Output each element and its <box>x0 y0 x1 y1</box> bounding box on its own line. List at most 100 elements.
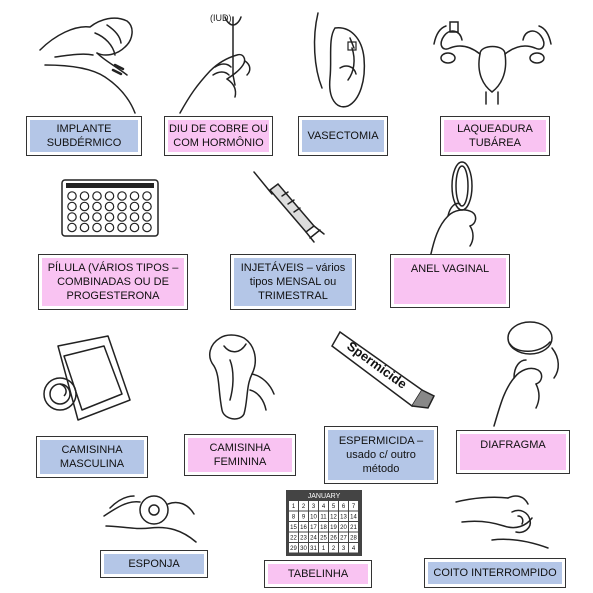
calendar-day: 3 <box>312 504 316 510</box>
calendar-day: 2 <box>302 504 306 510</box>
label-coito-interrompido: COITO INTERROMPIDO <box>424 558 566 588</box>
pill-dot <box>142 212 152 222</box>
calendar-day: 12 <box>330 515 337 521</box>
pill-dot <box>117 212 127 222</box>
calendar-cell <box>289 532 298 542</box>
calendar-day: 6 <box>342 504 346 510</box>
vaginal-ring-icon <box>429 161 477 259</box>
pill-dot <box>79 191 90 201</box>
calendar-cell <box>339 501 348 511</box>
calendar-day: 2 <box>332 546 336 552</box>
calendar-day: 29 <box>290 546 297 552</box>
calendar-day: 15 <box>290 525 297 531</box>
calendar-cell <box>349 543 358 553</box>
calendar-day: 11 <box>320 515 327 521</box>
syringe-icon <box>253 171 325 243</box>
spermicide-tube-icon: Spermicide <box>331 330 436 409</box>
label-espermicida: ESPERMICIDA – usado c/ outro método <box>324 426 438 484</box>
calendar-day: 5 <box>332 504 336 510</box>
calendar-day: 30 <box>300 546 307 552</box>
label-anel-text: ANEL VAGINAL <box>410 263 490 275</box>
pill-dot <box>92 201 102 212</box>
label-vasectomia: VASECTOMIA <box>298 116 388 156</box>
uterus-icon <box>433 21 552 105</box>
label-diu: DIU DE COBRE OU COM HORMÔNIO <box>164 116 273 156</box>
calendar-cell <box>329 511 338 521</box>
calendar-day: 1 <box>292 504 296 510</box>
sponge-icon <box>103 495 197 543</box>
calendar-cell <box>349 511 358 521</box>
label-implante-text: IMPLANTE SUBDÉRMICO <box>46 123 122 149</box>
pill-dot <box>67 201 77 212</box>
svg-text:Spermicide: Spermicide <box>344 338 410 391</box>
calendar-cell <box>309 511 318 521</box>
calendar-cell <box>349 522 358 532</box>
pill-dot <box>129 212 140 222</box>
pill-dot <box>129 201 140 212</box>
calendar-day: 23 <box>300 536 307 542</box>
calendar-cell <box>329 532 338 542</box>
label-camisinha-masculina: CAMISINHA MASCULINA <box>36 436 148 478</box>
calendar-cell <box>309 501 318 511</box>
calendar-day: 18 <box>320 525 327 531</box>
pill-dot <box>142 191 152 201</box>
pill-dot <box>92 222 102 233</box>
pill-dot <box>92 191 102 201</box>
calendar-cell <box>349 501 358 511</box>
calendar-day: 31 <box>310 546 317 552</box>
calendar-cell <box>299 501 308 511</box>
label-espermicida-text: ESPERMICIDA – usado c/ outro método <box>338 435 424 475</box>
pill-dot <box>142 201 152 212</box>
calendar-cell <box>319 543 328 553</box>
calendar-cell <box>329 522 338 532</box>
calendar-day: 19 <box>330 525 337 531</box>
label-esponja: ESPONJA <box>100 550 208 578</box>
calendar-cell <box>329 543 338 553</box>
calendar-cell <box>349 532 358 542</box>
calendar-day: 9 <box>302 515 306 521</box>
label-diu-text: DIU DE COBRE OU COM HORMÔNIO <box>168 123 268 149</box>
label-tabelinha: TABELINHA <box>264 560 372 588</box>
calendar-day: 7 <box>352 504 356 510</box>
svg-text:JANUARY: JANUARY <box>308 493 341 500</box>
pill-dot <box>67 191 77 201</box>
calendar-cell <box>309 522 318 532</box>
calendar-cell <box>319 532 328 542</box>
pill-dot <box>67 212 77 222</box>
pill-dot <box>79 201 90 212</box>
calendar-cell <box>289 522 298 532</box>
pill-dot <box>129 222 140 233</box>
label-camisinha-feminina-text: CAMISINHA FEMININA <box>209 442 271 468</box>
calendar-day: 28 <box>350 536 357 542</box>
calendar-day: 4 <box>352 546 356 552</box>
calendar-day: 21 <box>350 525 357 531</box>
pill-dot <box>79 222 90 233</box>
calendar-cell <box>299 522 308 532</box>
pill-dot <box>67 222 77 233</box>
pill-dot <box>117 191 127 201</box>
calendar-cell <box>319 522 328 532</box>
male-condom-icon <box>43 335 131 421</box>
calendar-cell <box>339 522 348 532</box>
pill-dot <box>104 222 115 233</box>
label-tabelinha-text: TABELINHA <box>287 568 349 580</box>
calendar-day: 27 <box>340 536 347 542</box>
pill-pack-icon <box>61 179 159 237</box>
calendar-day: 24 <box>310 536 317 542</box>
calendar-cell <box>319 501 328 511</box>
label-diafragma-text: DIAFRAGMA <box>480 439 546 451</box>
pill-dot <box>79 212 90 222</box>
calendar-cell <box>289 501 298 511</box>
calendar-day: 17 <box>310 525 317 531</box>
pill-dot <box>142 222 152 233</box>
pill-dot <box>92 212 102 222</box>
calendar-cell <box>339 532 348 542</box>
label-laqueadura-text: LAQUEADURA TUBÁREA <box>457 123 533 149</box>
female-condom-icon <box>209 334 275 420</box>
calendar-cell <box>309 543 318 553</box>
label-laqueadura: LAQUEADURA TUBÁREA <box>440 116 550 156</box>
label-camisinha-masculina-text: CAMISINHA MASCULINA <box>59 444 125 470</box>
calendar-cell <box>289 543 298 553</box>
label-esponja-text: ESPONJA <box>128 558 180 570</box>
label-anel: ANEL VAGINAL <box>390 254 510 308</box>
